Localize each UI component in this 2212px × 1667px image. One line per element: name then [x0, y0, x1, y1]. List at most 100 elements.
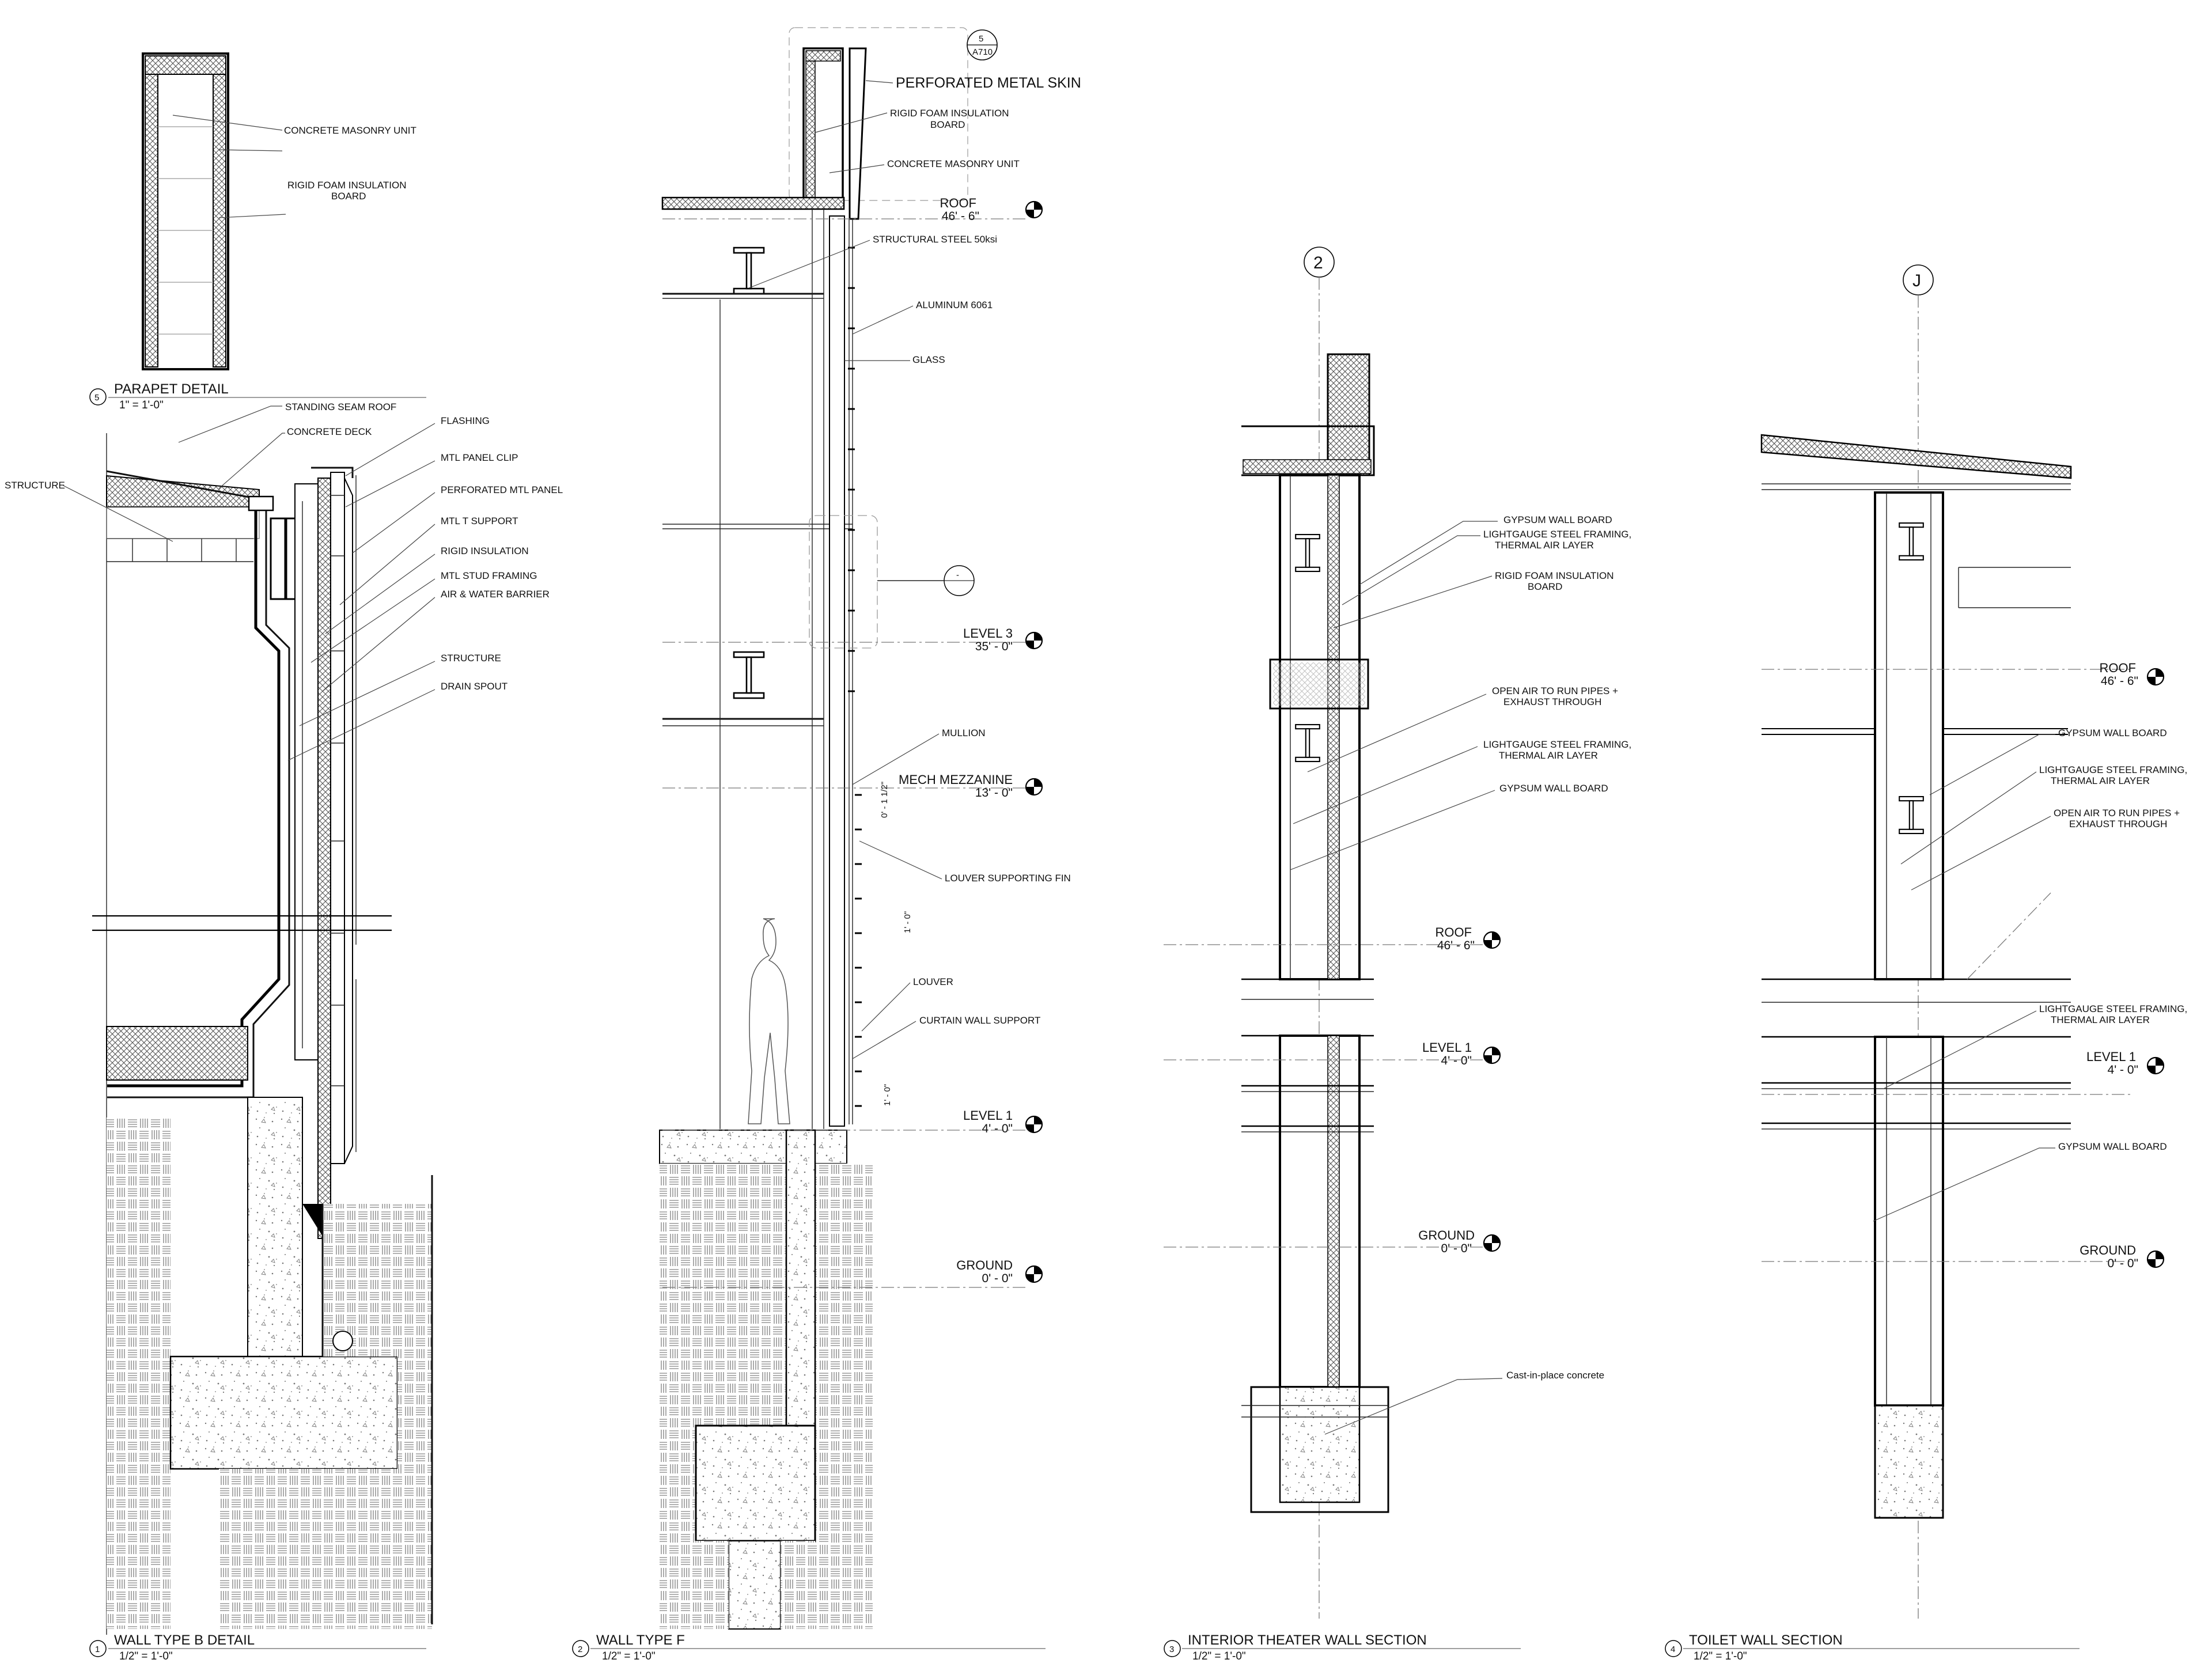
theater-label-gypsum-mid: GYPSUM WALL BOARD: [1499, 783, 1608, 794]
wall-f-level-4-elev: 0' - 0": [982, 1272, 1013, 1285]
theater-level-1-elev: 4' - 0": [1441, 1054, 1472, 1067]
wall-b-detail-scale: 1/2" = 1'-0": [119, 1650, 173, 1662]
theater-level-1-name: LEVEL 1: [1422, 1040, 1472, 1055]
wall-f-dim-2: 1' - 0": [882, 1084, 892, 1106]
theater-label-foam-line2: BOARD: [1528, 581, 1562, 592]
toilet-detail-number: 4: [1671, 1645, 1675, 1654]
theater-label-open-air-line1: OPEN AIR TO RUN PIPES +: [1492, 685, 1618, 696]
wall-b-label-rigid-insulation: RIGID INSULATION: [441, 545, 529, 556]
theater-detail-title: INTERIOR THEATER WALL SECTION: [1188, 1632, 1427, 1648]
theater-label-gypsum-top: GYPSUM WALL BOARD: [1503, 514, 1612, 525]
toilet-level-2-name: GROUND: [2080, 1243, 2136, 1257]
wall-f-label-aluminum: ALUMINUM 6061: [916, 300, 993, 310]
theater-detail-number: 3: [1169, 1645, 1174, 1654]
wall-f-level-2-elev: 13' - 0": [975, 786, 1013, 800]
toilet-level-0-marker: [2146, 668, 2165, 686]
toilet-detail-scale: 1/2" = 1'-0": [1694, 1650, 1747, 1662]
theater-level-2-elev: 0' - 0": [1441, 1242, 1472, 1255]
wall-b-label-concrete-deck: CONCRETE DECK: [287, 426, 372, 437]
theater-label-open-air-line2: EXHAUST THROUGH: [1503, 696, 1601, 707]
wall-f-level-0-marker: [1025, 200, 1043, 219]
wall-f-level-3-name: LEVEL 1: [963, 1108, 1013, 1123]
parapet-cmu-label: CONCRETE MASONRY UNIT: [284, 125, 416, 136]
wall-b-label-stud-framing: MTL STUD FRAMING: [441, 570, 537, 581]
wall-f-detail-number: 2: [578, 1645, 582, 1654]
wall-f-label-curtain-support: CURTAIN WALL SUPPORT: [919, 1015, 1040, 1026]
wall-f-label-foam-line1: RIGID FOAM INSULATION: [890, 108, 1009, 119]
wall-b-label-standing-seam: STANDING SEAM ROOF: [285, 401, 396, 412]
theater-level-2-name: GROUND: [1418, 1228, 1475, 1242]
parapet-foam-label-line2: BOARD: [331, 191, 366, 202]
theater-label-framing-top-line2: THERMAL AIR LAYER: [1495, 540, 1594, 551]
wall-b-label-perforated-panel: PERFORATED MTL PANEL: [441, 484, 563, 495]
wall-b-label-panel-clip: MTL PANEL CLIP: [441, 452, 518, 463]
toilet-level-1-marker: [2146, 1056, 2165, 1075]
wall-f-level-1-elev: 35' - 0": [975, 640, 1013, 653]
wall-f-level-0-elev: 46' - 6": [942, 210, 979, 223]
wall-f-level-1-marker: [1025, 631, 1043, 650]
wall-b-detail-number: 1: [95, 1645, 100, 1654]
theater-label-cast-concrete: Cast-in-place concrete: [1506, 1370, 1604, 1381]
wall-f-label-foam-line2: BOARD: [930, 119, 965, 130]
wall-f-label-mullion: MULLION: [942, 728, 986, 738]
theater-grid-label: 2: [1313, 253, 1323, 272]
wall-f-dim-1: 1' - 0": [903, 911, 912, 933]
parapet-detail-title: PARAPET DETAIL: [114, 381, 229, 397]
toilet-level-0-elev: 46' - 6": [2101, 675, 2138, 688]
wall-b-label-t-support: MTL T SUPPORT: [441, 516, 518, 526]
toilet-level-1-elev: 4' - 0": [2108, 1063, 2138, 1077]
wall-f-section-tag: -: [956, 570, 959, 580]
wall-f-callout-sheet: A710: [972, 47, 993, 57]
theater-level-2-marker: [1483, 1234, 1501, 1252]
wall-f-dim-0: 0' - 1 1/2": [880, 782, 889, 818]
wall-f-detail-title: WALL TYPE F: [596, 1632, 685, 1648]
wall-f-label-perforated-skin: PERFORATED METAL SKIN: [896, 75, 1081, 91]
wall-f-level-2-marker: [1025, 778, 1043, 796]
wall-f-callout-number: 5: [979, 34, 983, 44]
wall-b-label-air-water-barrier: AIR & WATER BARRIER: [441, 589, 550, 600]
toilet-level-2-elev: 0' - 0": [2108, 1257, 2138, 1270]
parapet-detail-number-bubble: [89, 388, 107, 406]
wall-f-label-louver-fin: LOUVER SUPPORTING FIN: [945, 873, 1071, 884]
parapet-detail-scale: 1" = 1'-0": [119, 399, 164, 411]
toilet-label-open-air-line1: OPEN AIR TO RUN PIPES +: [2054, 808, 2180, 819]
toilet-label-framing-low-line1: LIGHTGAUGE STEEL FRAMING,: [2039, 1003, 2187, 1014]
wall-b-detail-title: WALL TYPE B DETAIL: [114, 1632, 255, 1648]
toilet-label-gypsum-low: GYPSUM WALL BOARD: [2058, 1141, 2167, 1152]
wall-f-label-structural-steel: STRUCTURAL STEEL 50ksi: [873, 234, 997, 245]
wall-f-level-1-name: LEVEL 3: [963, 626, 1013, 641]
parapet-foam-label-line1: RIGID FOAM INSULATION: [287, 180, 407, 191]
wall-f-level-3-marker: [1025, 1115, 1043, 1134]
theater-wall-section: 2 GYPSUM WALL BOARD LIGHTGAUGE STEEL FRA…: [1164, 247, 1631, 1662]
wall-b-label-structure: STRUCTURE: [441, 653, 501, 664]
wall-f-detail-scale: 1/2" = 1'-0": [602, 1650, 656, 1662]
parapet-detail-number: 5: [94, 393, 99, 403]
wall-f-level-2-name: MECH MEZZANINE: [899, 772, 1013, 787]
theater-label-framing-mid-line2: THERMAL AIR LAYER: [1499, 750, 1598, 761]
theater-level-0-elev: 46' - 6": [1437, 939, 1475, 952]
wall-f-level-0-name: ROOF: [940, 196, 976, 210]
theater-level-1-marker: [1483, 1046, 1501, 1064]
toilet-grid-label: J: [1912, 271, 1921, 290]
toilet-label-framing-top-line1: LIGHTGAUGE STEEL FRAMING,: [2039, 764, 2187, 775]
wall-b-label-drain-spout: DRAIN SPOUT: [441, 681, 507, 692]
wall-f-label-louver: LOUVER: [913, 976, 953, 987]
wall-f-level-4-name: GROUND: [956, 1258, 1013, 1272]
toilet-level-1-name: LEVEL 1: [2086, 1050, 2136, 1064]
parapet-detail: CONCRETE MASONRY UNIT RIGID FOAM INSULAT…: [89, 52, 426, 411]
theater-label-foam-line1: RIGID FOAM INSULATION: [1495, 570, 1614, 581]
theater-label-framing-top-line1: LIGHTGAUGE STEEL FRAMING,: [1483, 529, 1631, 540]
wall-b-structure-label: STRUCTURE: [5, 480, 65, 491]
theater-detail-scale: 1/2" = 1'-0": [1192, 1650, 1246, 1662]
wall-f-label-cmu: CONCRETE MASONRY UNIT: [887, 158, 1020, 169]
toilet-level-0-name: ROOF: [2099, 661, 2136, 675]
toilet-label-open-air-line2: EXHAUST THROUGH: [2069, 819, 2167, 829]
toilet-label-framing-top-line2: THERMAL AIR LAYER: [2051, 775, 2150, 786]
theater-level-0-name: ROOF: [1435, 925, 1472, 939]
wall-f-level-3-elev: 4' - 0": [982, 1122, 1013, 1135]
wall-type-f-detail: 5 A710 -: [572, 27, 1081, 1662]
toilet-wall-section: J GYPSUM WALL BOARD LIGHTGAUGE STEEL FRA…: [1665, 264, 2187, 1662]
wall-type-b-detail: STANDING SEAM ROOF CONCRETE DECK FLASHIN…: [5, 401, 563, 1662]
toilet-level-2-marker: [2146, 1250, 2165, 1268]
